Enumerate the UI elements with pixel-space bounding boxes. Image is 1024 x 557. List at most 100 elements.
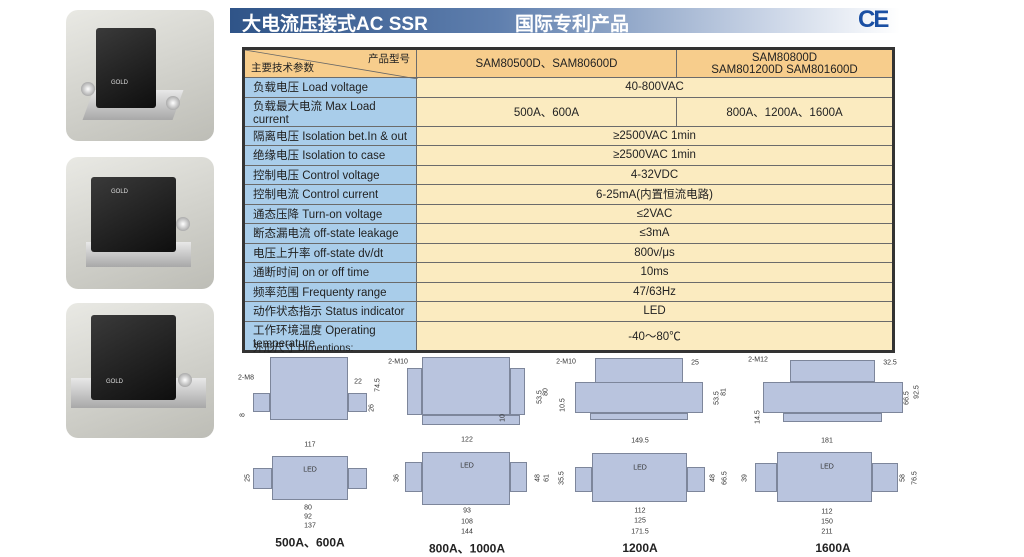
drawing-caption: 1600A (815, 541, 851, 555)
dimension-label: 66.5 (721, 471, 729, 485)
col2-line1: SAM80800D (751, 51, 818, 64)
dimension-label: 53.5 (713, 391, 721, 405)
header-param-label: 主要技术参数 (251, 62, 314, 74)
dimension-label: 2-M10 (388, 358, 408, 366)
table-row: 断态漏电流 off-state leakage≤3mA (243, 223, 894, 244)
page-subtitle: 国际专利产品 (515, 14, 630, 35)
row-label: 频率范围 Frequenty range (243, 281, 417, 302)
dimension-label: 48 (534, 474, 542, 482)
table-row: 绝缘电压 Isolation to case≥2500VAC 1min (243, 145, 894, 166)
brand-label: GOLD (111, 80, 129, 86)
header-model-col1: SAM80500D、SAM80600D (416, 48, 677, 78)
brand-label: GOLD (106, 379, 124, 385)
dimension-label: LED (633, 464, 647, 472)
dimension-label: 61 (543, 474, 551, 482)
diagonal-line (245, 50, 418, 79)
dimension-label: 125 (634, 517, 646, 525)
ce-mark-logo: CE (858, 6, 889, 33)
row-label: 负载电压 Load voltage (243, 77, 417, 98)
product-photo-3: GOLD (66, 303, 214, 438)
dimension-label: 2-M10 (556, 358, 576, 366)
side-view-outline (595, 358, 683, 383)
dimension-label: 2-M12 (748, 356, 768, 364)
row-label: 控制电压 Control voltage (243, 164, 417, 185)
row-label: 控制电流 Control current (243, 184, 417, 205)
dimension-label: 80 (542, 388, 550, 396)
row-value: ≥2500VAC 1min (416, 125, 894, 146)
side-view-outline (510, 368, 525, 415)
row-value: 40-800VAC (416, 77, 894, 98)
table-row: 工作环境温度 Operating temperature-40～80℃ (243, 320, 894, 352)
row-label: 电压上升率 off-state dv/dt (243, 242, 417, 263)
side-view-outline (422, 357, 510, 415)
row-value: LED (416, 301, 894, 322)
side-view-outline (590, 413, 688, 420)
row-label: 断态漏电流 off-state leakage (243, 223, 417, 244)
top-view-outline (348, 468, 367, 489)
top-view-outline (405, 462, 422, 492)
top-view-outline (510, 462, 527, 492)
side-view-outline (407, 368, 422, 415)
brand-label: GOLD (111, 189, 129, 195)
dimension-label: 66.5 (903, 391, 911, 405)
row-value: 4-32VDC (416, 164, 894, 185)
top-view-outline (687, 467, 705, 492)
table-row: 通态压降 Turn-on voltage≤2VAC (243, 203, 894, 224)
row-value: 500A、600A (416, 96, 677, 127)
row-label: 工作环境温度 Operating temperature (243, 320, 417, 352)
dimension-label: 25 (244, 474, 252, 482)
header-diagonal-cell: 产品型号 主要技术参数 (243, 48, 418, 79)
dimension-label: 25 (691, 359, 699, 367)
dimension-label: 76.5 (911, 471, 919, 485)
col2-line2: SAM801200D SAM801600D (711, 63, 858, 76)
dimension-label: 80 (304, 504, 312, 512)
dimension-label: 58 (899, 474, 907, 482)
top-view-outline (592, 453, 687, 502)
dimension-label: 137 (304, 522, 316, 530)
top-view-outline (575, 467, 592, 492)
top-view-outline (755, 463, 777, 492)
row-label: 通态压降 Turn-on voltage (243, 203, 417, 224)
dimension-label: 122 (461, 436, 473, 444)
dimension-label: 92.5 (913, 385, 921, 399)
dimension-label: 117 (304, 441, 316, 449)
row-value: 6-25mA(内置恒流电路) (416, 184, 894, 205)
row-label: 动作状态指示 Status indicator (243, 301, 417, 322)
dimension-label: 149.5 (631, 437, 649, 445)
table-row: 隔离电压 Isolation bet.In & out≥2500VAC 1min (243, 125, 894, 146)
dimension-label: 22 (354, 378, 362, 386)
dimension-label: 48 (709, 474, 717, 482)
row-label: 通断时间 on or off time (243, 262, 417, 283)
top-view-outline (422, 452, 510, 505)
side-view-outline (253, 393, 270, 412)
dimension-label: LED (303, 466, 317, 474)
table-header-row: 产品型号 主要技术参数 SAM80500D、SAM80600D SAM80800… (243, 48, 894, 79)
spec-table: 产品型号 主要技术参数 SAM80500D、SAM80600D SAM80800… (242, 47, 895, 353)
title-bar: 大电流压接式AC SSR 国际专利产品 (230, 8, 900, 35)
dimension-label: 171.5 (631, 528, 649, 536)
dimension-label: 10 (499, 414, 507, 422)
side-view-outline (348, 393, 367, 412)
dimension-label: 35.5 (558, 471, 566, 485)
row-value: 10ms (416, 262, 894, 283)
side-view-outline (575, 382, 703, 413)
row-value: ≤3mA (416, 223, 894, 244)
row-value: ≥2500VAC 1min (416, 145, 894, 166)
side-view-outline (422, 415, 520, 425)
dimension-label: 93 (463, 507, 471, 515)
dimension-label: 181 (821, 437, 833, 445)
dimension-label: 112 (634, 507, 646, 515)
dimension-label: 112 (821, 508, 833, 516)
row-label: 负载最大电流 Max Load current (243, 96, 417, 127)
side-view-outline (763, 382, 903, 413)
side-view-outline (783, 413, 882, 422)
side-view-outline (790, 360, 875, 382)
dimension-label: 108 (461, 518, 473, 526)
